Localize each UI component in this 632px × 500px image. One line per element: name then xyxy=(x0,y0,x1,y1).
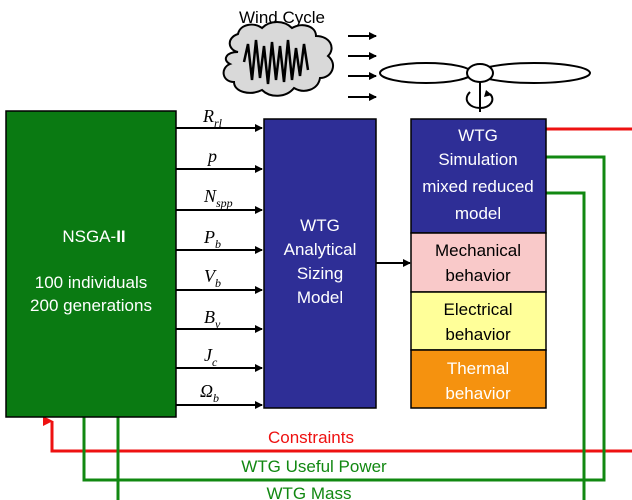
simulation-line-3: mixed reduced xyxy=(422,177,534,196)
param-label-p: p xyxy=(206,146,217,166)
useful-power-label: WTG Useful Power xyxy=(241,457,387,476)
wind-cycle-label: Wind Cycle xyxy=(239,8,325,27)
simulation-box xyxy=(410,118,547,234)
param-label-jc: Jc xyxy=(204,345,218,369)
mass-label: WTG Mass xyxy=(267,484,352,500)
constraints-label: Constraints xyxy=(268,428,354,447)
mass-line xyxy=(116,191,586,500)
constraints-line xyxy=(43,127,632,453)
parameter-arrows xyxy=(176,124,263,409)
param-label-rrl: Rrl xyxy=(202,106,223,130)
electrical-line-2: behavior xyxy=(445,325,511,344)
mechanical-line-1: Mechanical xyxy=(435,241,521,260)
thermal-line-1: Thermal xyxy=(447,359,509,378)
simulation-line-4: model xyxy=(455,204,501,223)
param-label-omega-b: Ωb xyxy=(200,381,219,405)
nsga-individuals: 100 individuals xyxy=(35,273,147,292)
nsga-box xyxy=(5,110,177,418)
wind-cloud-icon xyxy=(222,21,335,97)
nsga-generations: 200 generations xyxy=(30,296,152,315)
param-label-nspp: Nspp xyxy=(203,186,233,210)
parameter-labels: Rrl p Nspp Pb Vb Bv Jc Ωb xyxy=(200,106,233,405)
rotor-icon xyxy=(379,62,591,112)
param-label-bv: Bv xyxy=(204,307,221,331)
thermal-line-2: behavior xyxy=(445,384,511,403)
sizing-line-4: Model xyxy=(297,288,343,307)
param-label-vb: Vb xyxy=(204,266,221,290)
wind-arrows xyxy=(348,32,377,101)
electrical-line-1: Electrical xyxy=(444,300,513,319)
sizing-line-2: Analytical xyxy=(284,240,357,259)
simulation-line-1: WTG xyxy=(458,126,498,145)
analytical-sizing-box xyxy=(263,118,377,409)
param-label-pb: Pb xyxy=(203,227,221,251)
sizing-line-1: WTG xyxy=(300,216,340,235)
mechanical-line-2: behavior xyxy=(445,266,511,285)
sizing-line-3: Sizing xyxy=(297,264,343,283)
thermal-behavior-box xyxy=(410,349,547,409)
nsga-title: NSGA-II xyxy=(62,227,125,246)
useful-power-line xyxy=(82,155,606,482)
simulation-line-2: Simulation xyxy=(438,150,517,169)
